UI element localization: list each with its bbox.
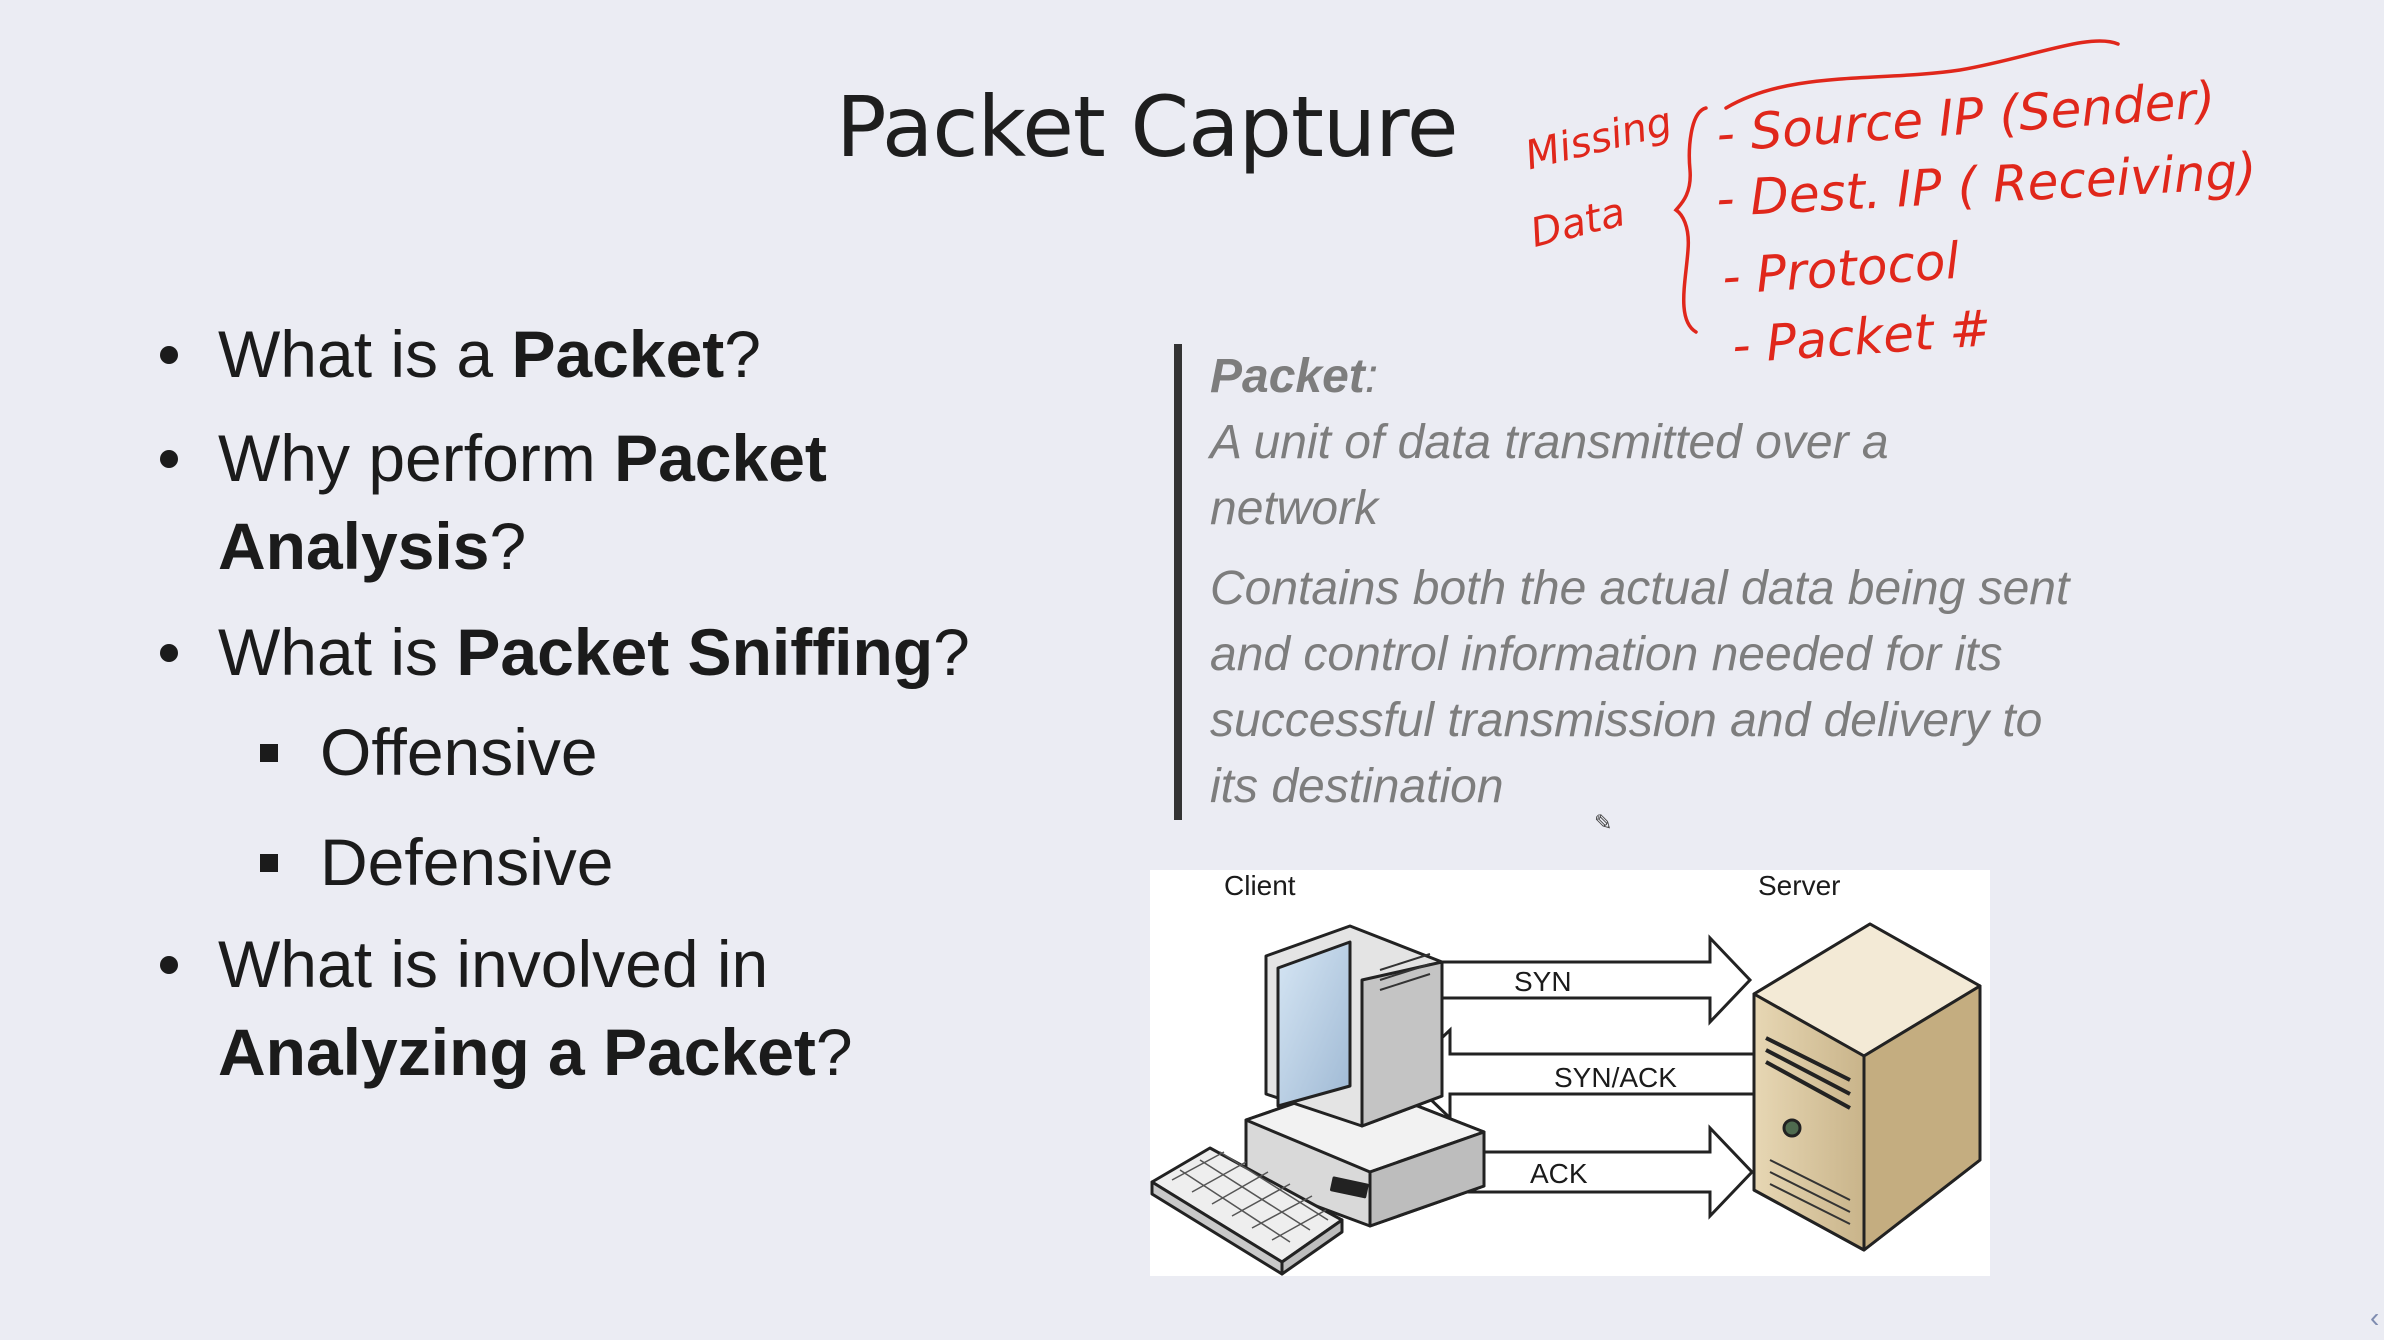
bullet-what-is-packet: What is a Packet? — [150, 310, 1050, 398]
ack-label: ACK — [1530, 1158, 1588, 1189]
annotation-item-protocol: - Protocol — [1720, 231, 1962, 307]
annotation-item-dest-ip: - Dest. IP ( Receiving) — [1714, 141, 2259, 229]
annotation-label-missing: Missing — [1520, 98, 1677, 180]
pencil-cursor-icon: ✎ — [1594, 810, 1613, 835]
client-label: Client — [1224, 870, 1296, 901]
slide-title: Packet Capture — [836, 78, 1458, 176]
client-computer-icon — [1244, 924, 1486, 1228]
definition-text-2: Contains both the actual data being sent… — [1210, 562, 2070, 813]
sub-bullet-square — [260, 854, 278, 872]
keyboard-icon — [1150, 1146, 1344, 1276]
bullet-why-packet-analysis: Why perform Packet Analysis? — [150, 414, 858, 590]
sub-bullet-square — [260, 744, 278, 762]
sub-bullet-defensive: Defensive — [150, 818, 1050, 906]
definition-term: Packet: — [1210, 350, 1379, 403]
bullet-dot — [160, 346, 178, 364]
bullet-dot — [160, 644, 178, 662]
syn-label: SYN — [1514, 966, 1572, 997]
synack-label: SYN/ACK — [1554, 1062, 1677, 1093]
bullet-packet-sniffing: What is Packet Sniffing? — [150, 608, 1050, 696]
bullet-dot — [160, 450, 178, 468]
chevron-left-icon[interactable]: ‹ — [2370, 1302, 2380, 1333]
annotation-label-data: Data — [1525, 189, 1630, 257]
server-label: Server — [1758, 870, 1841, 901]
packet-definition-quote: Packet: A unit of data transmitted over … — [1174, 344, 2110, 820]
definition-text-1: A unit of data transmitted over a networ… — [1210, 416, 1889, 535]
bullet-dot — [160, 956, 178, 974]
server-tower-icon — [1752, 922, 1982, 1252]
sub-bullet-offensive: Offensive — [150, 708, 1050, 796]
tcp-handshake-diagram: Client Server SYN SYN/ACK ACK — [1150, 870, 1990, 1276]
bullet-list: What is a Packet? Why perform Packet Ana… — [150, 310, 1050, 1096]
handshake-illustration — [1150, 922, 1982, 1276]
bullet-analyzing-packet: What is involved in Analyzing a Packet? — [150, 920, 858, 1096]
annotation-item-source-ip: - Source IP (Sender) — [1714, 70, 2218, 164]
